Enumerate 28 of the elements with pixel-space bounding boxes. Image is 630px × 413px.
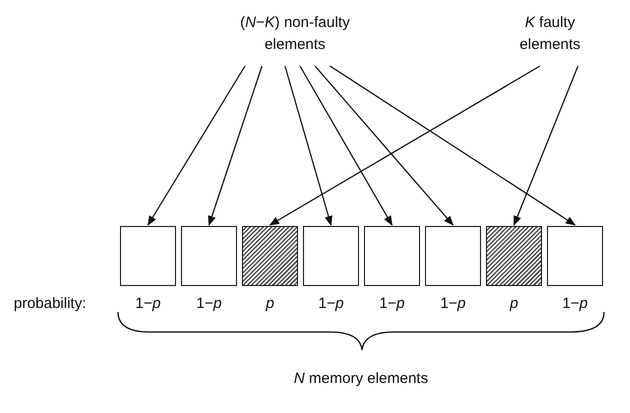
probability-value: p <box>510 295 518 312</box>
arrow <box>269 65 540 226</box>
memory-cell <box>303 226 359 286</box>
node-label: K faulty elements <box>520 14 580 53</box>
probability-value: 1−p <box>196 295 222 312</box>
memory-cell <box>120 226 176 286</box>
hatched-memory-cell <box>486 226 542 286</box>
probability-value: p <box>266 295 274 312</box>
probability-value: 1−p <box>318 295 344 312</box>
arrow <box>284 66 332 226</box>
brace-label: N memory elements <box>294 370 428 387</box>
probability-value: 1−p <box>440 295 466 312</box>
arrow <box>299 66 393 226</box>
memory-cell <box>181 226 237 286</box>
probability-value: 1−p <box>379 295 405 312</box>
arrow <box>147 66 246 226</box>
memory-cell <box>364 226 420 286</box>
arrow <box>330 66 576 226</box>
probability-value: 1−p <box>562 295 588 312</box>
hatched-memory-cell <box>242 226 298 286</box>
arrow <box>314 66 454 226</box>
node-label: (N−K) non-faulty elements <box>240 14 350 53</box>
probability-value: 1−p <box>135 295 161 312</box>
memory-cell <box>547 226 603 286</box>
memory-cell <box>425 226 481 286</box>
row-label: probability: <box>14 295 86 312</box>
arrow <box>513 66 579 226</box>
arrow <box>208 66 263 226</box>
